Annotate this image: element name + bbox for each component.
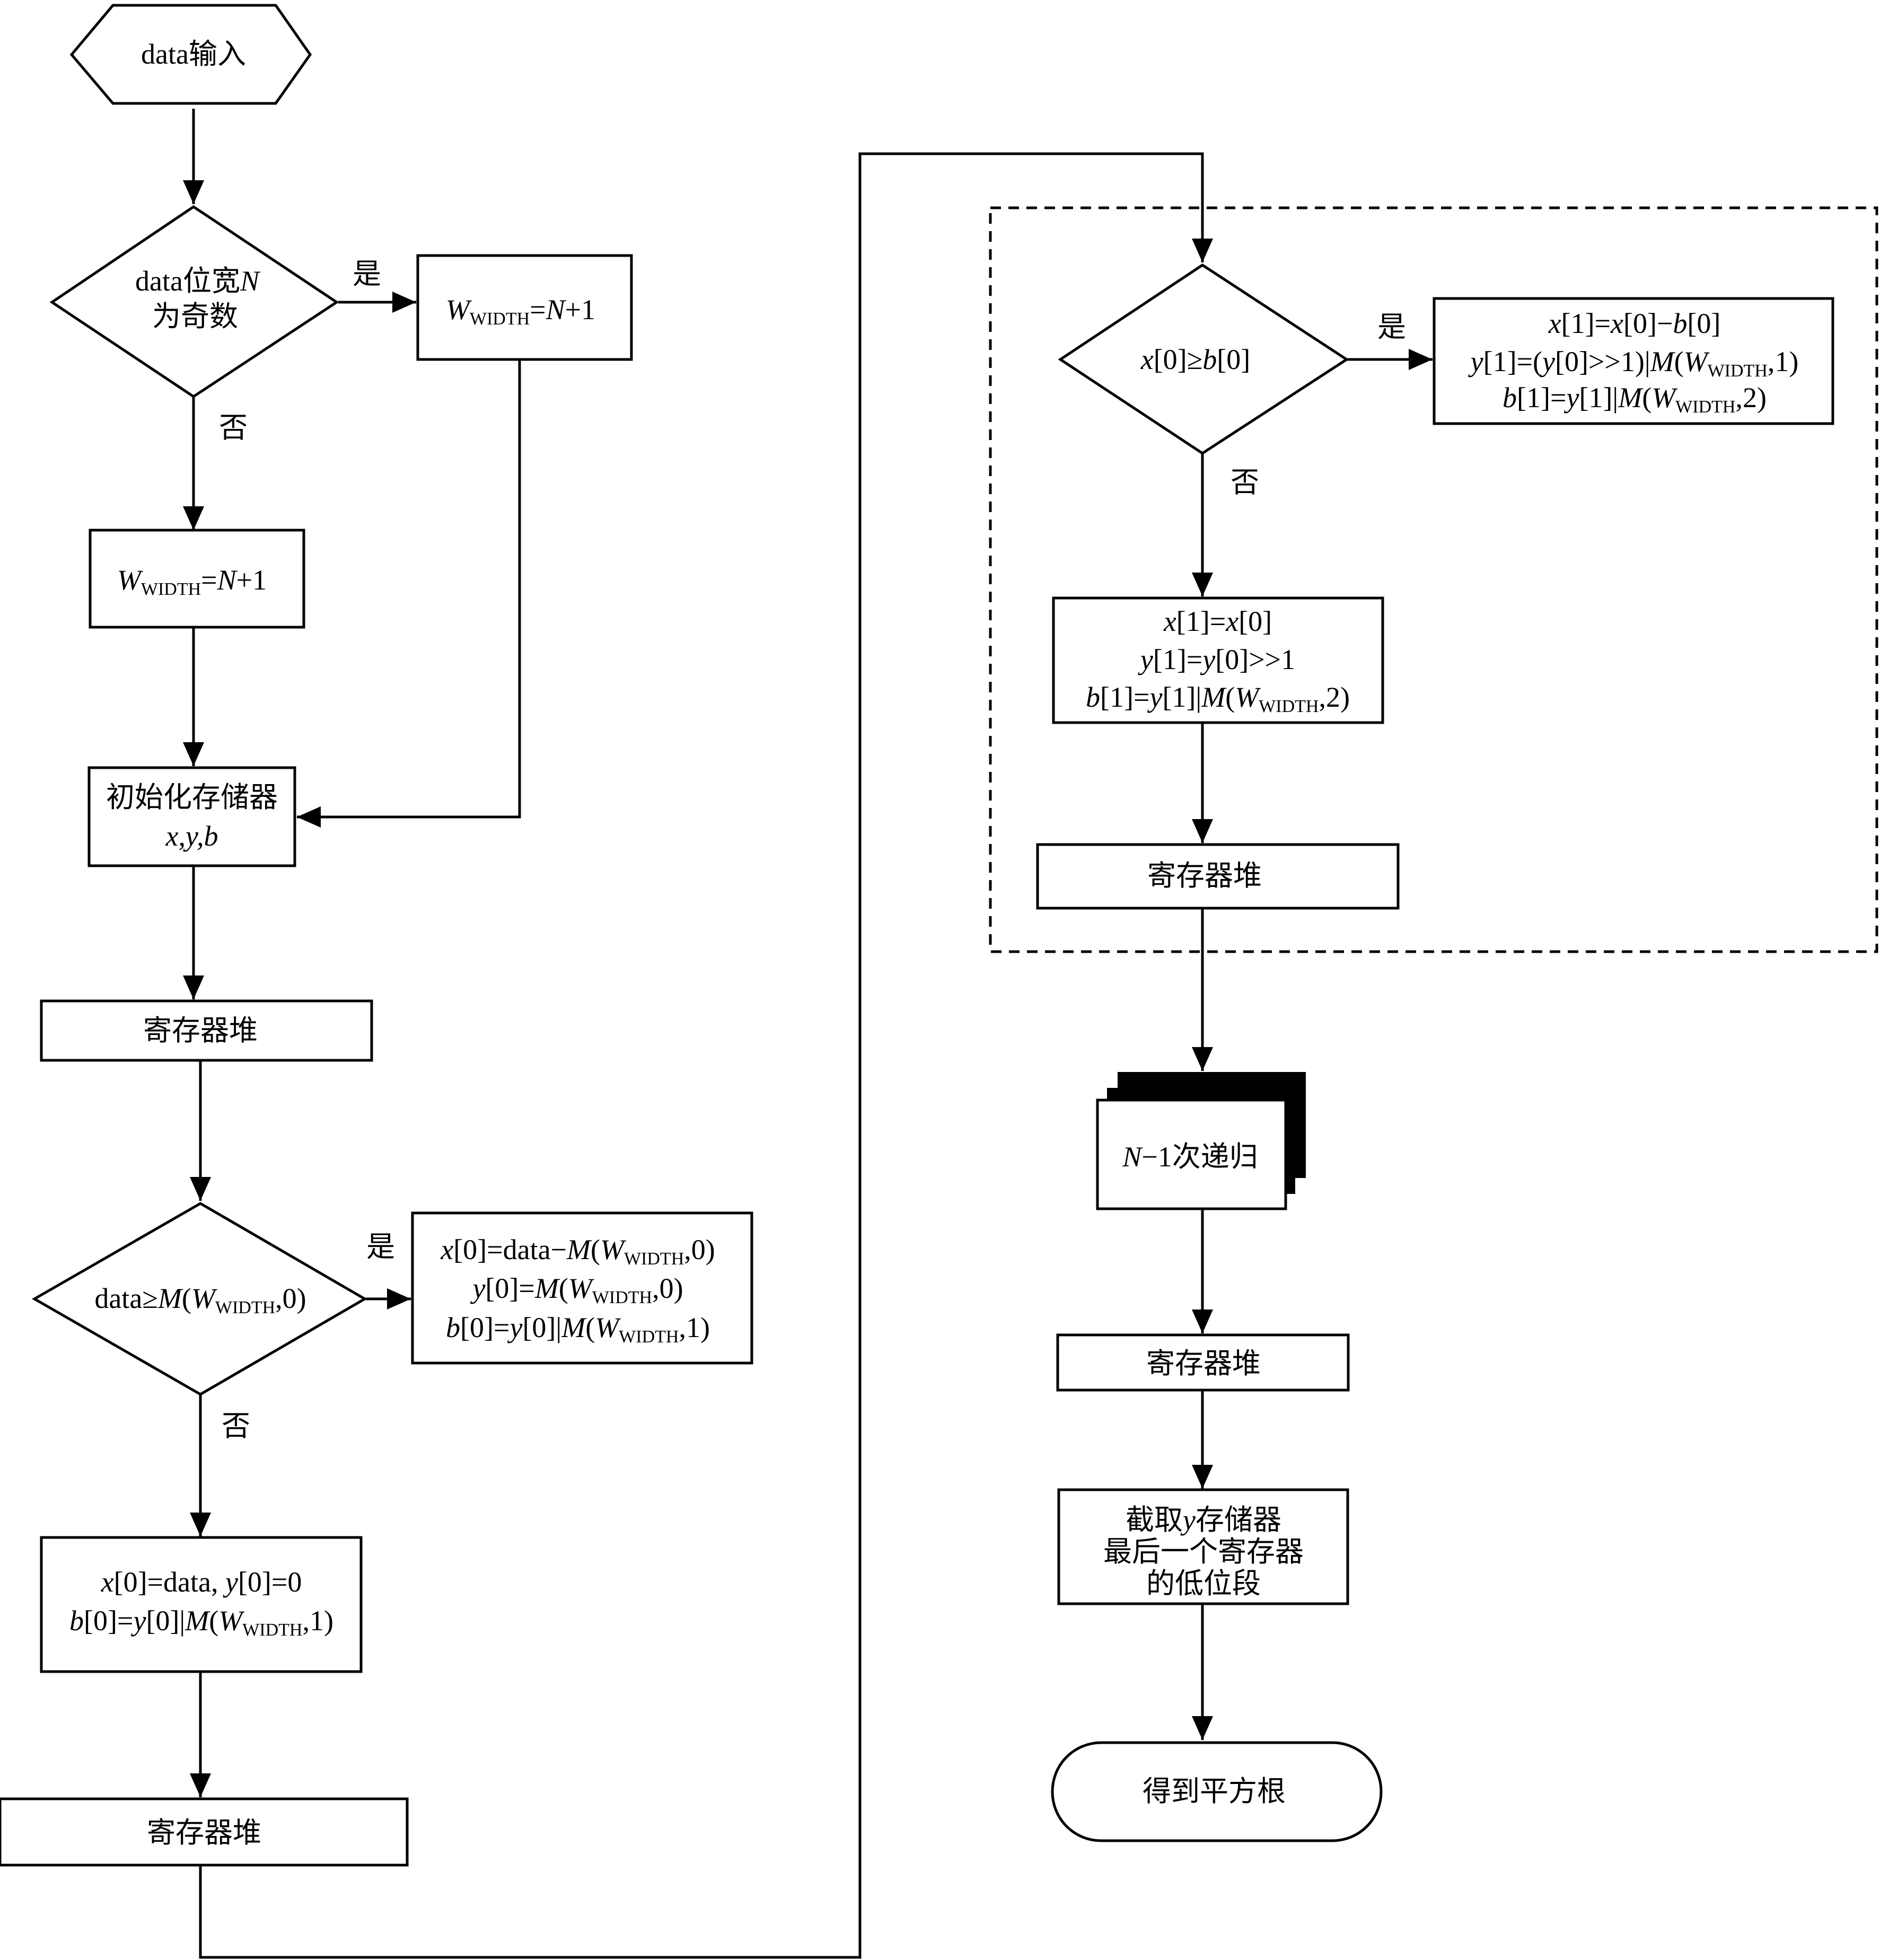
- label-no-3: 否: [1231, 467, 1259, 498]
- process-x-yes: x[1]=x[0]−b[0] y[1]=(y[0]>>1)|M(WWIDTH,1…: [1433, 297, 1834, 425]
- start-node: data输入: [69, 4, 312, 105]
- register-file-4-label: 寄存器堆: [1146, 1348, 1261, 1379]
- truncate-line2: 最后一个寄存器: [1103, 1536, 1304, 1568]
- decision-x-ge-b: x[0]≥b[0]: [1058, 263, 1349, 455]
- register-file-3: 寄存器堆: [1036, 843, 1400, 910]
- register-file-2: 寄存器堆: [0, 1797, 409, 1867]
- connectors: [183, 109, 1433, 1959]
- x-no-line2: y[1]=y[0]>>1: [1138, 644, 1295, 675]
- x-yes-line1: x[1]=x[0]−b[0]: [1548, 307, 1721, 339]
- data-yes-line2: y[0]=M(WWIDTH,0): [470, 1272, 683, 1307]
- arrow-wyes-to-init: [297, 359, 521, 828]
- loop-body-frame: [989, 206, 1878, 953]
- register-file-2-label: 寄存器堆: [147, 1817, 261, 1849]
- data-no-line2: b[0]=y[0]|M(WWIDTH,1): [69, 1605, 333, 1640]
- data-no-line1: x[0]=data, y[0]=0: [101, 1566, 302, 1598]
- process-x-no: x[1]=x[0] y[1]=y[0]>>1 b[1]=y[1]|M(WWIDT…: [1052, 596, 1384, 724]
- truncate-line3: 的低位段: [1146, 1568, 1261, 1599]
- process-width-no-text: WWIDTH=N+1: [117, 564, 267, 599]
- end-label: 得到平方根: [1143, 1776, 1286, 1807]
- truncate-line1: 截取y存储器: [1126, 1504, 1281, 1536]
- register-file-3-label: 寄存器堆: [1147, 860, 1262, 892]
- start-label: data输入: [141, 38, 246, 70]
- process-data-yes: x[0]=data−M(WWIDTH,0) y[0]=M(WWIDTH,0) b…: [411, 1211, 753, 1365]
- process-width-yes-text: WWIDTH=N+1: [446, 294, 595, 329]
- decision-width-odd-line1: data位宽N: [135, 265, 261, 297]
- label-yes-3: 是: [1377, 311, 1406, 343]
- x-no-line3: b[1]=y[1]|M(WWIDTH,2): [1086, 681, 1350, 716]
- x-yes-line2: y[1]=(y[0]>>1)|M(WWIDTH,1): [1468, 346, 1799, 381]
- end-node: 得到平方根: [1051, 1741, 1383, 1842]
- data-yes-line3: b[0]=y[0]|M(WWIDTH,1): [446, 1312, 710, 1347]
- process-init-memory: 初始化存储器 x,y,b: [87, 766, 296, 867]
- label-yes-2: 是: [366, 1231, 395, 1263]
- decision-width-odd: data位宽N 为奇数: [49, 205, 339, 398]
- process-truncate: 截取y存储器 最后一个寄存器 的低位段: [1057, 1488, 1349, 1605]
- decision-data-ge-m-text: data≥M(WWIDTH,0): [94, 1282, 306, 1317]
- register-file-1: 寄存器堆: [40, 999, 373, 1062]
- decision-width-odd-line2: 为奇数: [152, 301, 238, 332]
- init-line1: 初始化存储器: [106, 781, 278, 813]
- register-file-1-label: 寄存器堆: [143, 1015, 258, 1047]
- recursion-label: N−1次递归: [1122, 1141, 1258, 1173]
- label-yes-1: 是: [353, 258, 381, 290]
- label-no-2: 否: [222, 1410, 250, 1442]
- process-width-yes: WWIDTH=N+1: [416, 254, 633, 361]
- x-no-line1: x[1]=x[0]: [1163, 605, 1272, 637]
- register-file-4: 寄存器堆: [1056, 1333, 1350, 1392]
- init-line2: x,y,b: [165, 820, 218, 852]
- arrow-reg2-to-condx: [199, 152, 1213, 1959]
- process-data-no: x[0]=data, y[0]=0 b[0]=y[0]|M(WWIDTH,1): [40, 1536, 363, 1673]
- recursion-block: N−1次递归: [1096, 1072, 1306, 1210]
- x-yes-line3: b[1]=y[1]|M(WWIDTH,2): [1503, 382, 1767, 417]
- decision-x-ge-b-text: x[0]≥b[0]: [1140, 344, 1251, 375]
- data-yes-line1: x[0]=data−M(WWIDTH,0): [440, 1234, 715, 1269]
- label-no-1: 否: [219, 412, 248, 444]
- decision-data-ge-m: data≥M(WWIDTH,0): [31, 1202, 367, 1396]
- process-width-no: WWIDTH=N+1: [89, 529, 305, 629]
